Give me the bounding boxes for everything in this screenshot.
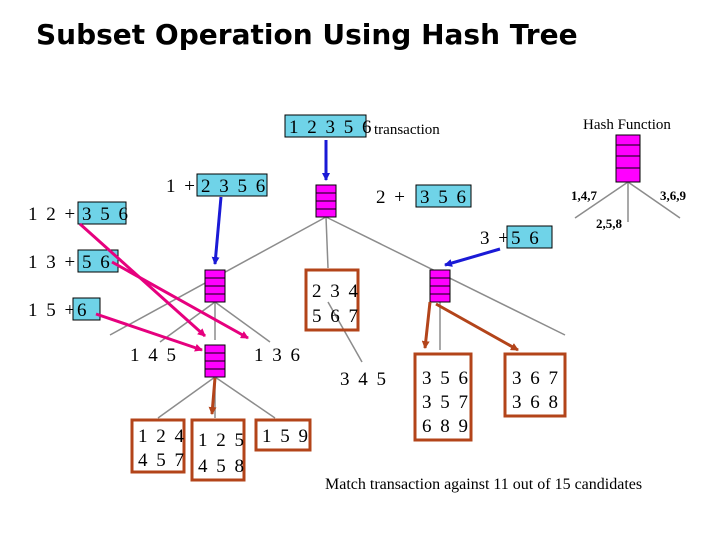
prefix-2-group: 2 + 3 5 6: [376, 184, 472, 208]
prefix-15-label: 1 5 +: [28, 300, 77, 321]
brown-arrows: [208, 301, 519, 415]
svg-text:1 2 5: 1 2 5: [198, 430, 246, 451]
level2-node: [204, 344, 226, 378]
prefix-2-rest: 3 5 6: [420, 187, 468, 208]
hash-branch-147: 1,4,7: [571, 188, 598, 203]
svg-text:3 5 7: 3 5 7: [422, 392, 470, 413]
transaction-label: transaction: [374, 122, 440, 138]
leaf-159: 1 5 9: [254, 418, 312, 452]
svg-text:2 3 4: 2 3 4: [312, 281, 360, 302]
blue-arrows: [211, 140, 501, 267]
prefix-13-label: 1 3 +: [28, 252, 77, 273]
svg-text:1 3 6: 1 3 6: [254, 345, 302, 366]
prefix-2-label: 2 +: [376, 187, 407, 208]
leaf-234-567: 2 3 4 5 6 7: [304, 268, 360, 332]
prefix-3-group: 3 + 5 6: [480, 225, 553, 249]
svg-text:3 6 7: 3 6 7: [512, 368, 560, 389]
hash-branch-258: 2,5,8: [596, 216, 623, 231]
leaf-367-368: 3 6 7 3 6 8: [503, 352, 567, 418]
leaf-345: 3 4 5: [340, 369, 388, 390]
leaf-136: 1 3 6: [254, 345, 302, 366]
pink-arrows: [78, 222, 249, 352]
svg-text:4 5 7: 4 5 7: [138, 450, 186, 471]
leaf-124-457: 1 2 4 4 5 7: [130, 418, 186, 474]
svg-text:1 2 4: 1 2 4: [138, 426, 186, 447]
prefix-3-label: 3 +: [480, 228, 511, 249]
svg-text:3 4 5: 3 4 5: [340, 369, 388, 390]
prefix-12-label: 1 2 +: [28, 204, 77, 225]
footer-caption: Match transaction against 11 out of 15 c…: [325, 476, 642, 493]
root-node: [315, 184, 337, 218]
transaction-items: 1 2 3 5 6: [289, 117, 374, 138]
svg-text:1 4 5: 1 4 5: [130, 345, 178, 366]
leaf-145: 1 4 5: [130, 345, 178, 366]
svg-text:3 6 8: 3 6 8: [512, 392, 560, 413]
svg-text:6 8 9: 6 8 9: [422, 416, 470, 437]
svg-text:3 5 6: 3 5 6: [422, 368, 470, 389]
prefix-15-group: 1 5 + 6: [28, 297, 101, 321]
level1-right-node: [429, 269, 451, 303]
prefix-1-rest: 2 3 5 6: [201, 176, 267, 197]
hash-function-node: [615, 134, 641, 183]
svg-text:5 6 7: 5 6 7: [312, 306, 360, 327]
prefix-3-rest: 5 6: [511, 228, 541, 249]
transaction-box: [284, 114, 367, 138]
prefix-12-rest: 3 5 6: [82, 204, 130, 225]
leaf-356-357-689: 3 5 6 3 5 7 6 8 9: [413, 352, 473, 442]
prefix-1-group: 1 + 2 3 5 6: [166, 173, 268, 197]
prefix-15-rest: 6: [77, 300, 89, 321]
page-title: Subset Operation Using Hash Tree: [36, 18, 578, 51]
prefix-12-group: 1 2 + 3 5 6: [28, 201, 130, 225]
hash-branch-369: 3,6,9: [660, 188, 687, 203]
svg-text:1 5 9: 1 5 9: [262, 426, 310, 447]
prefix-13-rest: 5 6: [82, 252, 112, 273]
svg-text:4 5 8: 4 5 8: [198, 456, 246, 477]
prefix-13-group: 1 3 + 5 6: [28, 249, 119, 273]
hash-function-label: Hash Function: [583, 117, 671, 133]
tree-edges: [109, 181, 681, 419]
level1-left-node: [204, 269, 226, 303]
prefix-1-label: 1 +: [166, 176, 197, 197]
leaf-125-458: 1 2 5 4 5 8: [190, 418, 246, 482]
